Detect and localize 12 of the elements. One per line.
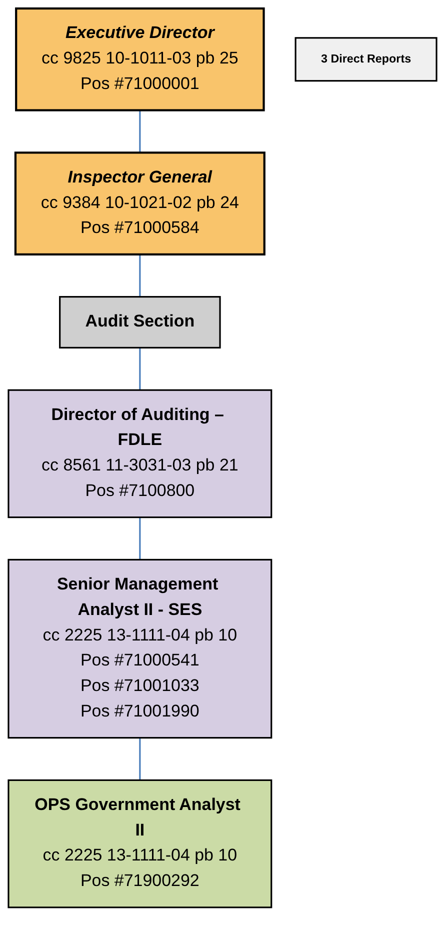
connector [139,517,141,560]
node-box: Inspector General cc 9384 10-1021-02 pb 24 Pos #71000584 [14,152,266,256]
node-box: OPS Government Analyst II cc 2225 13-1111-04 pb 10 Pos #71900292 [8,779,272,908]
node-box: Director of Auditing – FDLE cc 8561 11-3031-03 pb 21 Pos #7100800 [8,389,272,518]
connector [139,348,141,390]
node-box: Audit Section [59,296,221,348]
connector [139,110,141,153]
node-box: Senior Management Analyst II - SES cc 2225 13-1111-04 pb 10 Pos #71000541 Pos #71001033 Pos #71001990 [8,558,272,739]
connector [139,254,141,297]
node-box: 3 Direct Reports [294,37,438,82]
node-box: Executive Director cc 9825 10-1011-03 pb 25 Pos #71000001 [15,7,265,112]
connector [139,738,141,780]
